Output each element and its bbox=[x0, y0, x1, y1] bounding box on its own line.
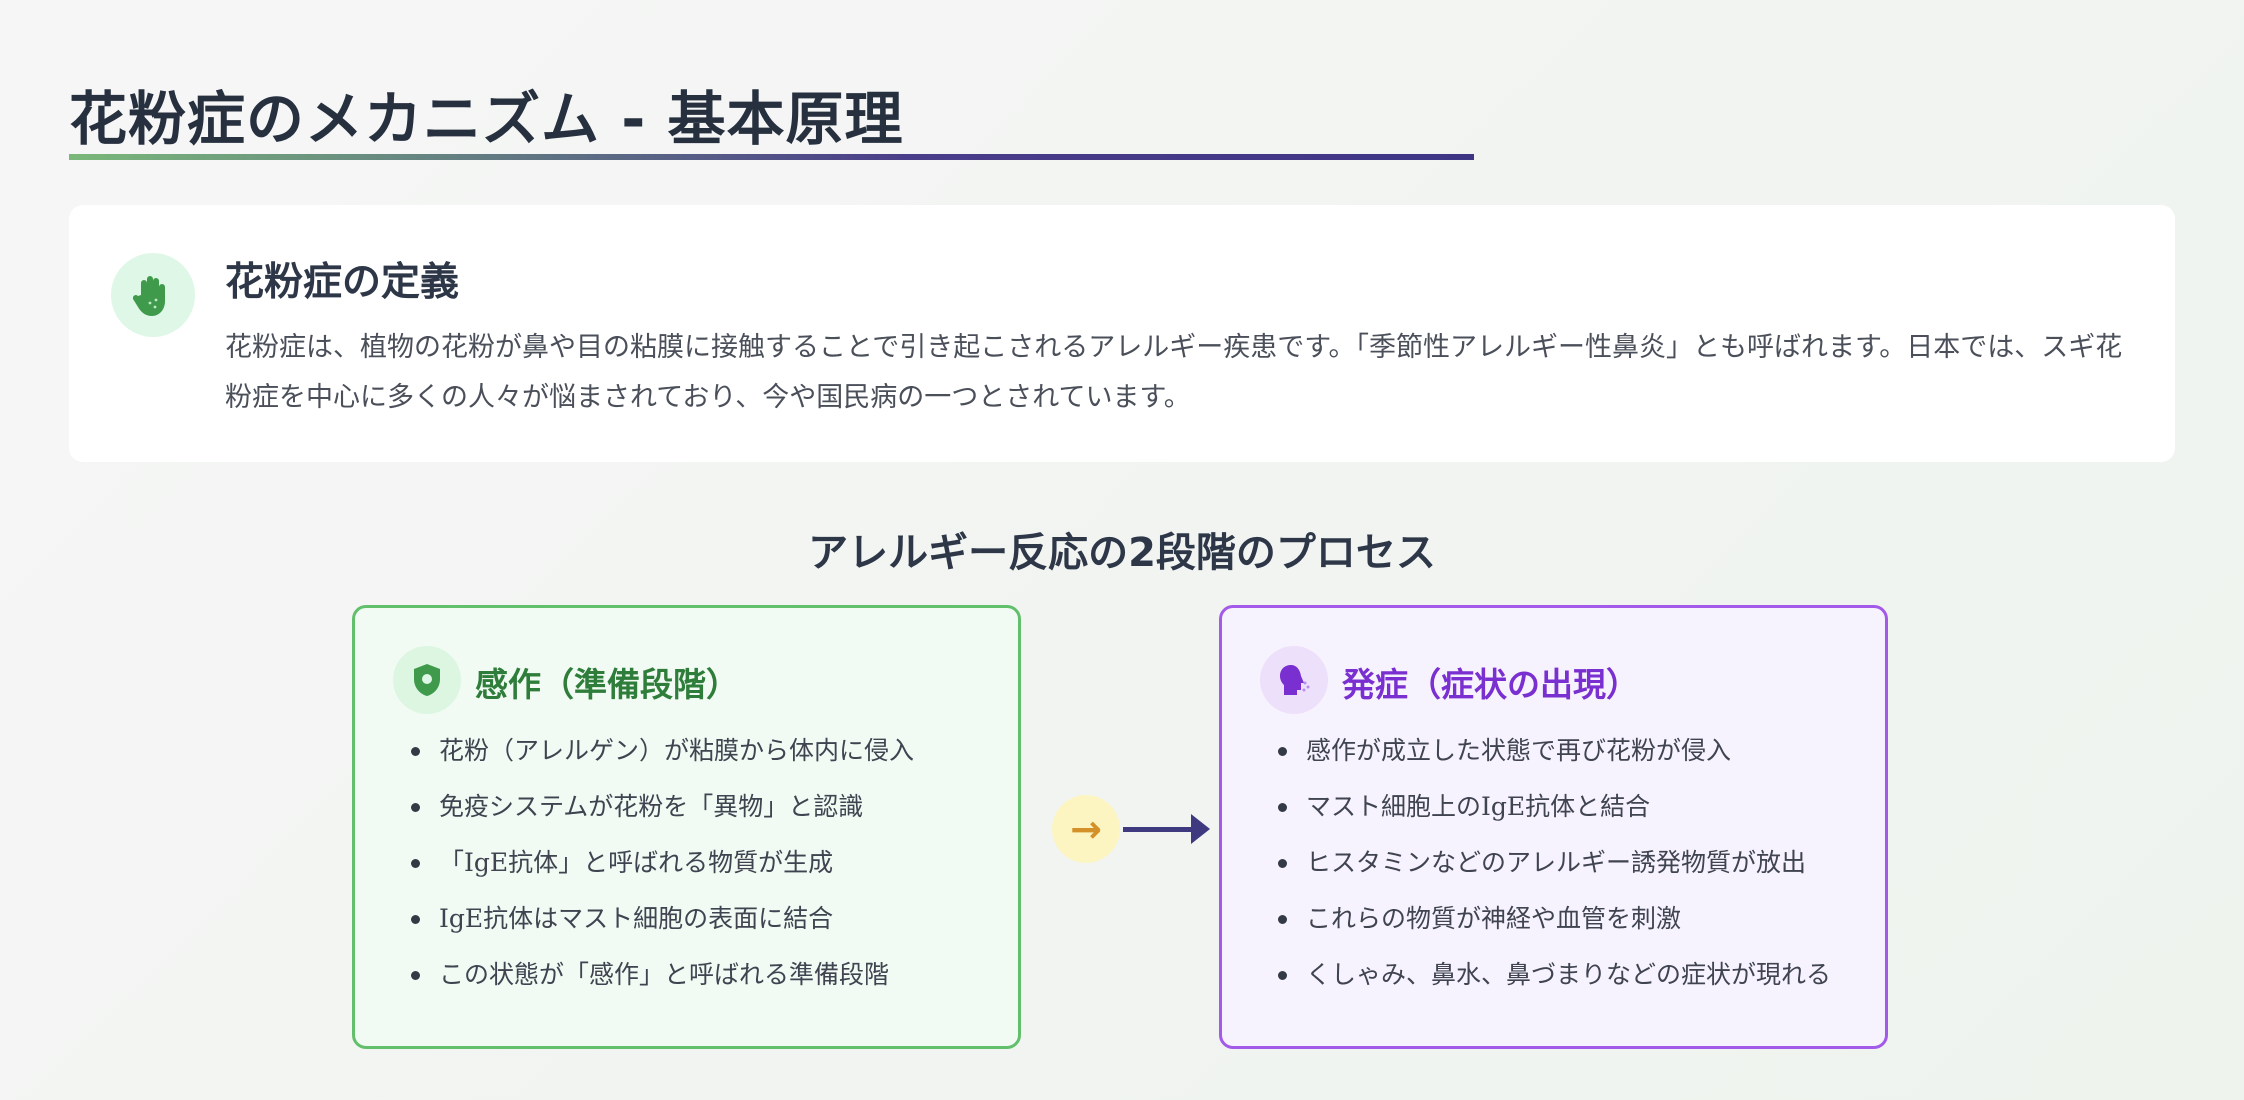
list-item: 「IgE抗体」と呼ばれる物質が生成 bbox=[411, 842, 1001, 884]
stage-sensitization-card: 感作（準備段階） 花粉（アレルゲン）が粘膜から体内に侵入 免疫システムが花粉を「… bbox=[352, 605, 1021, 1049]
head-sneeze-icon bbox=[1260, 646, 1328, 714]
list-item: 花粉（アレルゲン）が粘膜から体内に侵入 bbox=[411, 730, 1001, 772]
stage-title: 発症（症状の出現） bbox=[1342, 665, 1639, 704]
hand-icon bbox=[111, 253, 195, 337]
list-item: 感作が成立した状態で再び花粉が侵入 bbox=[1278, 730, 1868, 772]
title-underline bbox=[69, 154, 1474, 160]
list-item: ヒスタミンなどのアレルギー誘発物質が放出 bbox=[1278, 842, 1868, 884]
definition-body: 花粉症は、植物の花粉が鼻や目の粘膜に接触することで引き起こされるアレルギー疾患で… bbox=[225, 332, 2123, 413]
stage-list: 花粉（アレルゲン）が粘膜から体内に侵入 免疫システムが花粉を「異物」と認識 「I… bbox=[411, 730, 1001, 1010]
stage-onset-card: 発症（症状の出現） 感作が成立した状態で再び花粉が侵入 マスト細胞上のIgE抗体… bbox=[1219, 605, 1888, 1049]
arrow-right-icon: → bbox=[1052, 795, 1120, 863]
connector-arrowhead bbox=[1191, 814, 1210, 844]
shield-virus-icon bbox=[393, 646, 461, 714]
list-item: これらの物質が神経や血管を刺激 bbox=[1278, 898, 1868, 940]
definition-card: 花粉症の定義 花粉症は、植物の花粉が鼻や目の粘膜に接触することで引き起こされるア… bbox=[69, 205, 2175, 462]
definition-heading: 花粉症の定義 bbox=[225, 260, 460, 305]
list-item: 免疫システムが花粉を「異物」と認識 bbox=[411, 786, 1001, 828]
connector-line bbox=[1123, 827, 1193, 832]
list-item: マスト細胞上のIgE抗体と結合 bbox=[1278, 786, 1868, 828]
list-item: IgE抗体はマスト細胞の表面に結合 bbox=[411, 898, 1001, 940]
page-title: 花粉症のメカニズム - 基本原理 bbox=[69, 85, 904, 153]
stage-title: 感作（準備段階） bbox=[475, 665, 739, 704]
stage-list: 感作が成立した状態で再び花粉が侵入 マスト細胞上のIgE抗体と結合 ヒスタミンな… bbox=[1278, 730, 1868, 1010]
list-item: くしゃみ、鼻水、鼻づまりなどの症状が現れる bbox=[1278, 954, 1868, 996]
process-heading: アレルギー反応の2段階のプロセス bbox=[808, 530, 1436, 576]
list-item: この状態が「感作」と呼ばれる準備段階 bbox=[411, 954, 1001, 996]
